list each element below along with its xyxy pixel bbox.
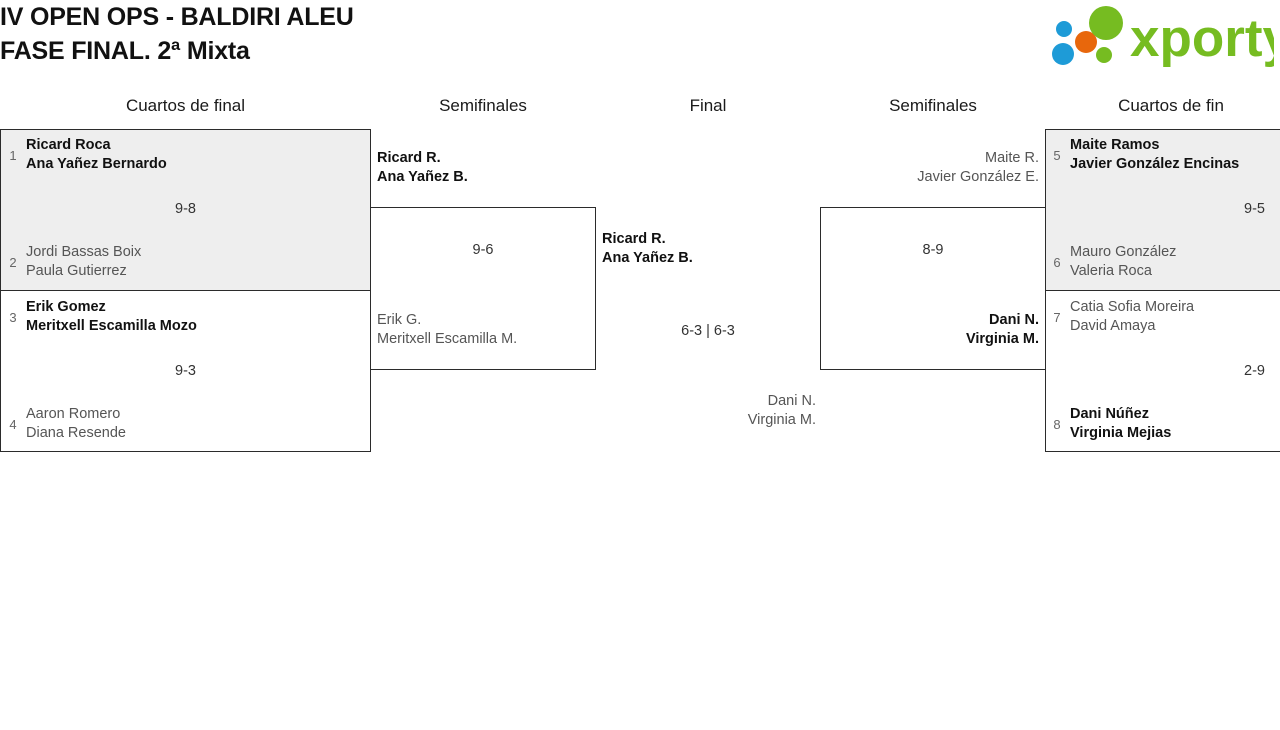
- score-qf1-right: 9-5: [1244, 201, 1265, 217]
- tournament-name: IV OPEN OPS - BALDIRI ALEU: [0, 3, 354, 31]
- player-name-1: Jordi Bassas Boix: [26, 244, 142, 260]
- player-name-2: Javier González Encinas: [1070, 156, 1240, 172]
- team-final-bottom[interactable]: Dani N. Virginia M.: [596, 392, 816, 430]
- player-name-2: Virginia M.: [965, 331, 1039, 347]
- player-name-1: Aaron Romero: [26, 406, 121, 422]
- seed-number: 3: [9, 309, 17, 325]
- player-name-2: Diana Resende: [26, 425, 126, 441]
- player-name-2: Ana Yañez Bernardo: [26, 156, 167, 172]
- player-name-2: David Amaya: [1070, 318, 1156, 334]
- round-header-semifinals-right: Semifinales: [889, 96, 977, 115]
- player-name-2: Ana Yañez B.: [377, 169, 468, 185]
- player-name-1: Dani N.: [767, 393, 816, 409]
- team-qf2-right-top[interactable]: 7 Catia Sofia Moreira David Amaya: [1052, 298, 1194, 336]
- seed-number: 8: [1053, 416, 1061, 432]
- player-name-1: Catia Sofia Moreira: [1070, 299, 1195, 315]
- player-name-1: Ricard R.: [602, 231, 666, 247]
- score-final: 6-3 | 6-3: [681, 323, 735, 339]
- team-sf-right-top[interactable]: Maite R. Javier González E.: [820, 149, 1039, 187]
- score-sf-left: 9-6: [472, 242, 494, 258]
- match-box-qf1-right[interactable]: [1045, 129, 1280, 291]
- player-name-2: Virginia M.: [747, 412, 816, 428]
- score-qf2-left: 9-3: [175, 363, 196, 379]
- score-qf2-right: 2-9: [1244, 363, 1265, 379]
- player-name-1: Dani Núñez: [1070, 406, 1149, 422]
- team-sf-right-bottom[interactable]: Dani N. Virginia M.: [820, 311, 1039, 349]
- player-name-1: Maite R.: [985, 150, 1039, 166]
- player-name-2: Meritxell Escamilla Mozo: [26, 318, 197, 334]
- seed-number: 4: [9, 416, 17, 432]
- tournament-phase: FASE FINAL. 2ª Mixta: [0, 37, 250, 65]
- player-name-2: Meritxell Escamilla M.: [377, 331, 518, 347]
- score-sf-right: 8-9: [922, 242, 944, 258]
- team-qf1-left-bottom[interactable]: 2 Jordi Bassas Boix Paula Gutierrez: [8, 243, 141, 281]
- score-qf1-left: 9-8: [175, 201, 196, 217]
- team-qf2-right-bottom[interactable]: 8 Dani Núñez Virginia Mejias: [1052, 405, 1171, 443]
- player-name-2: Ana Yañez B.: [602, 250, 693, 266]
- svg-text:xporty: xporty: [1130, 9, 1274, 68]
- seed-number: 6: [1053, 254, 1061, 270]
- player-name-1: Erik G.: [377, 312, 422, 328]
- match-box-sf-right[interactable]: [820, 207, 1046, 370]
- seed-number: 5: [1053, 147, 1061, 163]
- team-final-top[interactable]: Ricard R. Ana Yañez B.: [602, 230, 693, 268]
- player-name-1: Maite Ramos: [1070, 137, 1160, 153]
- team-sf-left-top[interactable]: Ricard R. Ana Yañez B.: [377, 149, 468, 187]
- player-name-2: Valeria Roca: [1070, 263, 1152, 279]
- player-name-2: Javier González E.: [917, 169, 1039, 185]
- match-box-qf2-right[interactable]: [1045, 290, 1280, 452]
- team-qf2-left-bottom[interactable]: 4 Aaron Romero Diana Resende: [8, 405, 126, 443]
- match-box-qf2-left[interactable]: [0, 290, 371, 452]
- team-sf-left-bottom[interactable]: Erik G. Meritxell Escamilla M.: [377, 311, 517, 349]
- player-name-1: Erik Gomez: [26, 299, 106, 315]
- seed-number: 2: [9, 254, 17, 270]
- player-name-2: Paula Gutierrez: [26, 263, 127, 279]
- player-name-1: Dani N.: [989, 312, 1039, 328]
- match-box-sf-left[interactable]: [370, 207, 596, 370]
- seed-number: 1: [9, 147, 17, 163]
- round-header-semifinals-left: Semifinales: [439, 96, 527, 115]
- round-header-final: Final: [689, 96, 727, 115]
- team-qf1-right-top[interactable]: 5 Maite Ramos Javier González Encinas: [1052, 136, 1239, 174]
- xporty-logo[interactable]: xporty: [1046, 4, 1274, 70]
- team-qf1-right-bottom[interactable]: 6 Mauro González Valeria Roca: [1052, 243, 1176, 281]
- round-header-quarterfinals-left: Cuartos de final: [125, 96, 246, 115]
- player-name-1: Ricard R.: [377, 150, 441, 166]
- player-name-1: Mauro González: [1070, 244, 1177, 260]
- team-qf2-left-top[interactable]: 3 Erik Gomez Meritxell Escamilla Mozo: [8, 298, 197, 336]
- player-name-1: Ricard Roca: [26, 137, 111, 153]
- round-header-quarterfinals-right: Cuartos de fin: [1118, 96, 1224, 115]
- seed-number: 7: [1053, 309, 1061, 325]
- player-name-2: Virginia Mejias: [1070, 425, 1172, 441]
- team-qf1-left-top[interactable]: 1 Ricard Roca Ana Yañez Bernardo: [8, 136, 167, 174]
- page-title: IV OPEN OPS - BALDIRI ALEU FASE FINAL. 2…: [0, 0, 354, 68]
